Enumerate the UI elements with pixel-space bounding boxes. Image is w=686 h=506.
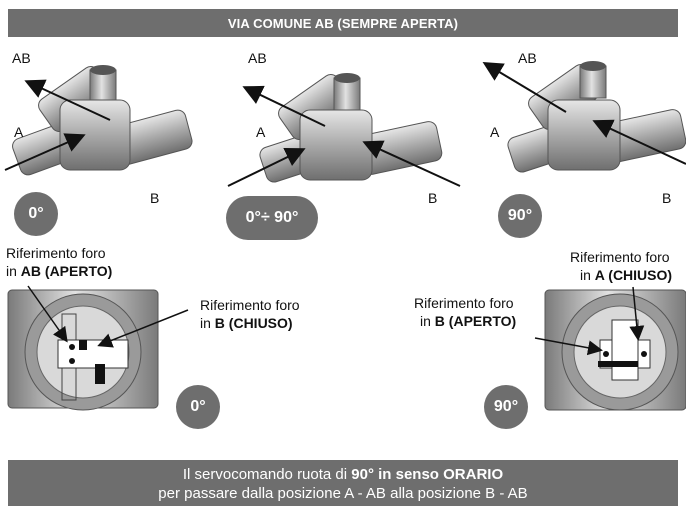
ref-b-closed-prefix: in [200, 315, 215, 331]
badge-90deg-bottom: 90° [484, 385, 528, 429]
ref-b-closed: Riferimento foro in B (CHIUSO) [200, 296, 300, 332]
ref-a-closed-line1: Riferimento foro [570, 249, 670, 265]
port-label-b-1: B [150, 190, 160, 206]
ref-b-closed-line1: Riferimento foro [200, 297, 300, 313]
ref-ab-open-bold: AB (APERTO) [20, 263, 113, 279]
port-label-a-1: A [14, 124, 24, 140]
badge-range: 0°÷ 90° [226, 196, 318, 240]
badge-0deg-top: 0° [14, 192, 58, 236]
actuator-face-90deg [534, 286, 686, 411]
ref-ab-open: Riferimento foro in AB (APERTO) [6, 244, 112, 280]
badge-0deg-bottom: 0° [176, 385, 220, 429]
valve-90deg [482, 61, 686, 173]
valve-0deg [4, 65, 193, 176]
port-label-ab-2: AB [248, 50, 267, 66]
header-banner: VIA COMUNE AB (SEMPRE APERTA) [8, 9, 678, 37]
ref-a-closed-bold: A (CHIUSO) [594, 267, 673, 283]
valve-0-90deg [227, 73, 461, 187]
badge-90deg-top: 90° [498, 194, 542, 238]
port-label-b-3: B [662, 190, 672, 206]
ref-b-open-prefix: in [420, 313, 435, 329]
ref-b-open: Riferimento foro in B (APERTO) [414, 294, 516, 330]
ref-b-closed-bold: B (CHIUSO) [214, 315, 293, 331]
footer-banner: Il servocomando ruota di 90° in senso OR… [8, 460, 678, 506]
ref-a-closed-prefix: in [580, 267, 595, 283]
ref-ab-open-line1: Riferimento foro [6, 245, 106, 261]
port-label-b-2: B [428, 190, 438, 206]
ref-b-open-line1: Riferimento foro [414, 295, 514, 311]
port-label-a-2: A [256, 124, 266, 140]
ref-ab-open-prefix: in [6, 263, 21, 279]
port-label-a-3: A [490, 124, 500, 140]
footer-line2: per passare dalla posizione A - AB alla … [158, 485, 528, 502]
port-label-ab-1: AB [12, 50, 31, 66]
actuator-face-0deg [7, 285, 189, 411]
port-label-ab-3: AB [518, 50, 537, 66]
ref-a-closed: Riferimento foro in A (CHIUSO) [570, 248, 686, 284]
ref-b-open-bold: B (APERTO) [434, 313, 517, 329]
footer-line1-bold: 90° in senso ORARIO [351, 466, 504, 483]
header-title: VIA COMUNE AB (SEMPRE APERTA) [227, 15, 459, 31]
footer-line1-prefix: Il servocomando ruota di [182, 466, 352, 483]
